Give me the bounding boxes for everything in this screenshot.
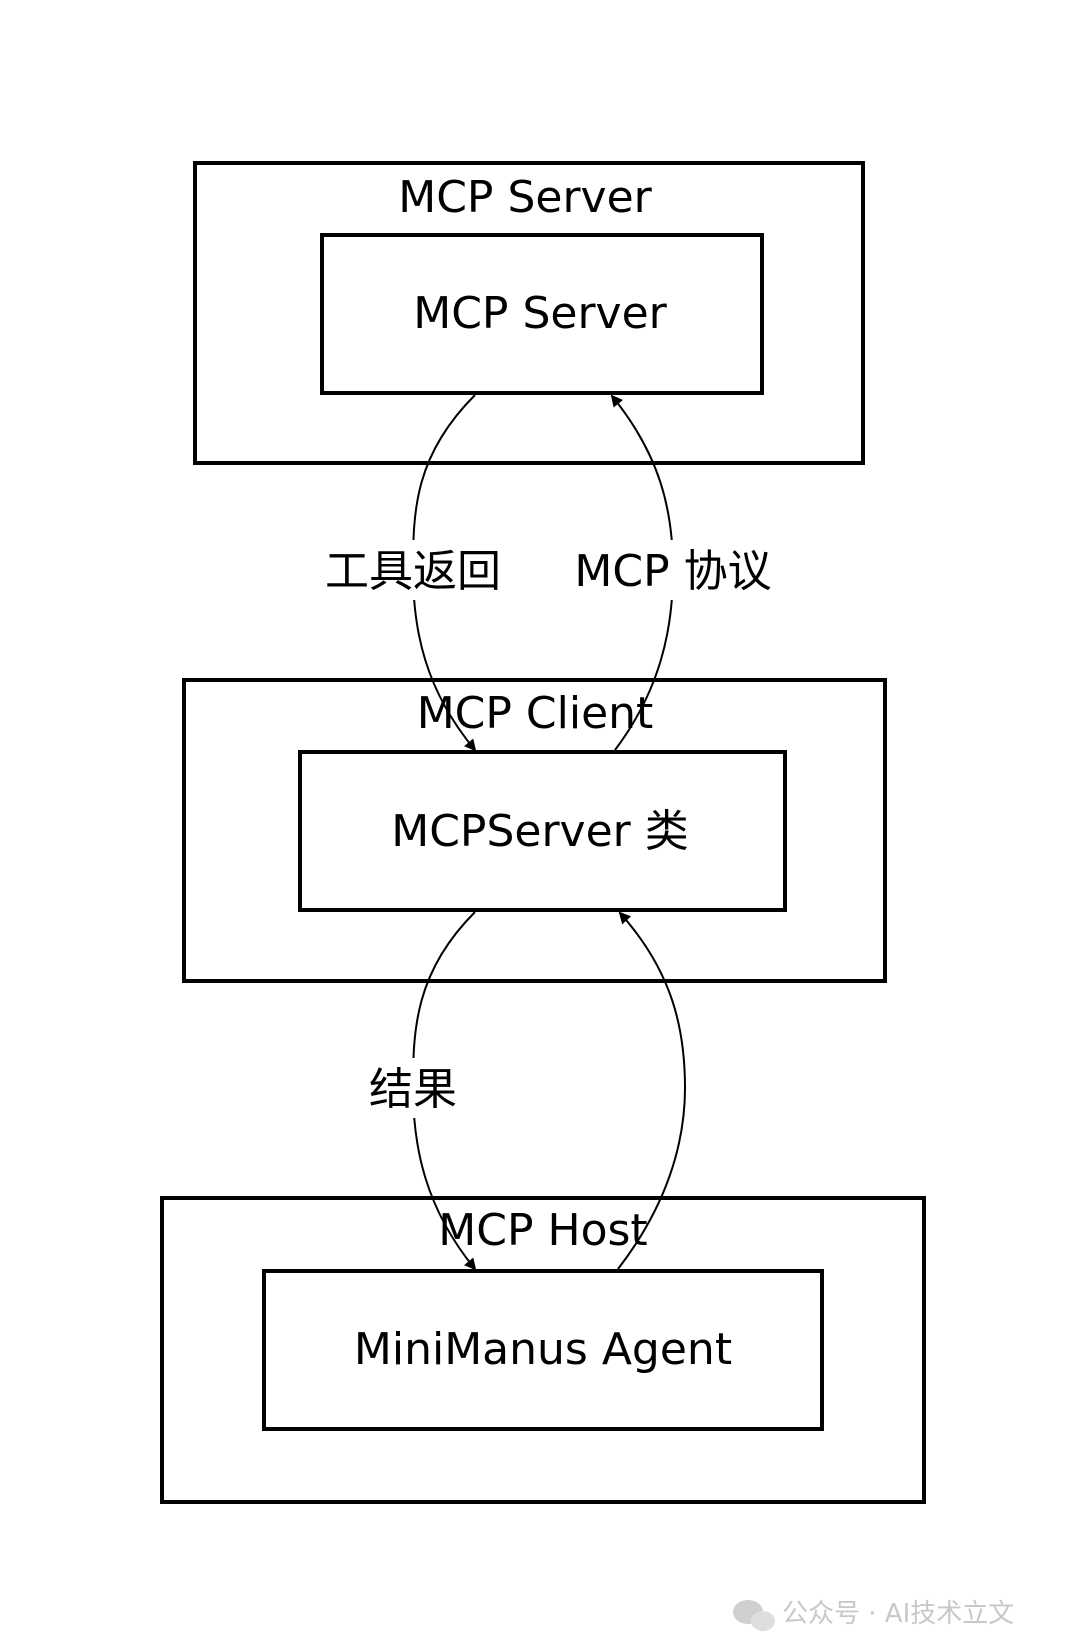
host-node-label: MiniManus Agent [354,1324,732,1375]
server-group-frame [193,161,865,465]
tool-return-label: 工具返回 [325,546,501,597]
host-group-frame [160,1196,926,1504]
client-group-frame [182,678,887,983]
mcp-protocol-label: MCP 协议 [574,546,771,597]
client-group-title: MCP Client [417,688,654,739]
watermark-text: 公众号 · AI技术立文 [782,1599,1014,1629]
client-group: MCPServer 类 [182,678,887,983]
server-group: MCP Server MCP Server [193,161,865,465]
client-node-label: MCPServer 类 [391,806,689,857]
client-node-frame [298,750,787,912]
server-node-label: MCP Server [413,288,667,339]
result-label: 结果 [369,1064,457,1115]
host-group-title: MCP Host [438,1205,647,1256]
host-group: MiniManus Agent [160,1196,926,1504]
host-node-frame [262,1269,824,1431]
server-group-title: MCP Server [398,172,652,223]
server-node-frame [320,233,764,395]
request-arrow [617,911,687,1270]
watermark: 公众号 · AI技术立文 [733,1599,1014,1631]
wechat-icon [733,1600,775,1631]
